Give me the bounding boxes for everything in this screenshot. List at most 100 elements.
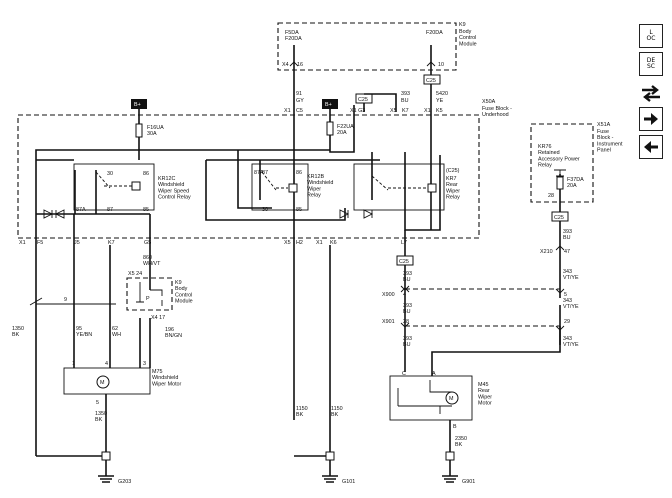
rear-pin-4: 4	[403, 292, 406, 298]
desc-letter-s: S	[646, 63, 651, 70]
kr12c-switch	[95, 171, 132, 189]
k9-top-pin-16: 16	[297, 62, 303, 68]
row-pin-x5: X5	[284, 240, 291, 246]
m75-p4: 4	[105, 361, 108, 367]
k9-top-id: K9	[459, 22, 466, 28]
x50a-fuse-block-outline	[17, 114, 480, 239]
f16ua-fuse-icon	[135, 123, 143, 138]
m45-pb: B	[453, 424, 457, 430]
kr12b-p87a: 87A	[254, 170, 264, 176]
m75-motor-box	[63, 367, 151, 395]
c25-connector-top	[423, 74, 441, 85]
k9-small-outline	[126, 277, 173, 311]
f37da-pin: 28	[548, 193, 554, 199]
g901-label: G901	[462, 479, 475, 485]
wire-5420-pin: K5	[436, 108, 443, 114]
k9-small-p: P	[146, 296, 150, 302]
ipanel-x210: X210	[540, 249, 553, 255]
x1-g3-pins: X1 G3	[350, 108, 365, 114]
kr7-relay	[353, 163, 445, 211]
arrow-left-icon	[644, 141, 658, 153]
k9-top-fuse-right: F20DA	[426, 30, 443, 36]
ipanel-pin-5: 5	[564, 292, 567, 298]
ground-wire-g203	[36, 455, 107, 470]
f22ua-fuse-icon	[326, 121, 334, 136]
diode-icon-4	[363, 209, 374, 219]
connector-swap-button[interactable]	[639, 81, 663, 105]
row-pin-l7: L7	[401, 240, 407, 246]
x50a-label-id: X50A	[482, 99, 496, 105]
m75-motor-symbol: M	[100, 380, 105, 386]
kr12c-p86: 86	[143, 171, 149, 177]
wire-5420-label: 5420	[436, 91, 448, 97]
wire-343-to-m45	[431, 326, 561, 376]
wire-393-bu-top	[363, 93, 397, 112]
m75-p1: 1	[72, 361, 75, 367]
x51a-label-id: X51A	[597, 122, 611, 128]
k9-small-internal	[136, 282, 163, 306]
desc-letter-d: D	[646, 57, 652, 64]
row-pin-f5: F5	[37, 240, 43, 246]
k9-top-pin-x4: X4	[282, 62, 289, 68]
wire-393-color: BU	[401, 98, 409, 104]
kr12b-p85: 85	[296, 207, 302, 213]
kr12b-p30: 30	[262, 207, 268, 213]
wire-9-label: 9	[64, 297, 67, 303]
row-pin-k7: K7	[108, 240, 115, 246]
c25-rear-connector	[396, 255, 414, 266]
kr12c-relay	[73, 163, 155, 211]
wire-393-pin: K7	[402, 108, 409, 114]
g203-splice	[101, 451, 111, 461]
row-pin-x1: X1	[19, 240, 26, 246]
k9-top-pin-10: 10	[438, 62, 444, 68]
g203-label: G203	[118, 479, 131, 485]
m45-motor-symbol: M	[449, 396, 454, 402]
kr12c-p87a: 87A	[76, 207, 86, 213]
next-page-button[interactable]	[639, 107, 663, 131]
wire-393-pin-x: X5	[390, 108, 397, 114]
ipanel-pin-29: 29	[564, 319, 570, 325]
loc-letter-l: L	[649, 29, 653, 36]
m45-internal	[397, 380, 452, 414]
previous-page-button[interactable]	[639, 135, 663, 159]
row-pin-j5: J5	[74, 240, 80, 246]
g901-splice	[445, 451, 455, 461]
m75-p3: 3	[143, 361, 146, 367]
f37da-fuse-icon	[556, 176, 564, 190]
kr7-switch	[371, 175, 428, 191]
x5-24-label: X5 24	[128, 271, 142, 277]
kr12c-coil-icon	[131, 181, 141, 191]
kr12c-p85: 85	[143, 207, 149, 213]
g101-splice	[325, 451, 335, 461]
wire-91-pin: C5	[296, 108, 303, 114]
location-view-button[interactable]: L OC	[639, 24, 663, 48]
c25-g3-label: C25	[358, 97, 368, 103]
kr12b-relay	[251, 163, 309, 211]
bplus-label-2: B+	[325, 102, 332, 108]
row-pin-x1b: X1	[316, 240, 323, 246]
c25-top-label: C25	[426, 78, 436, 84]
bplus-label-1: B+	[134, 102, 141, 108]
bplus-box-1	[131, 99, 147, 109]
description-view-button[interactable]: DE SC	[639, 52, 663, 76]
